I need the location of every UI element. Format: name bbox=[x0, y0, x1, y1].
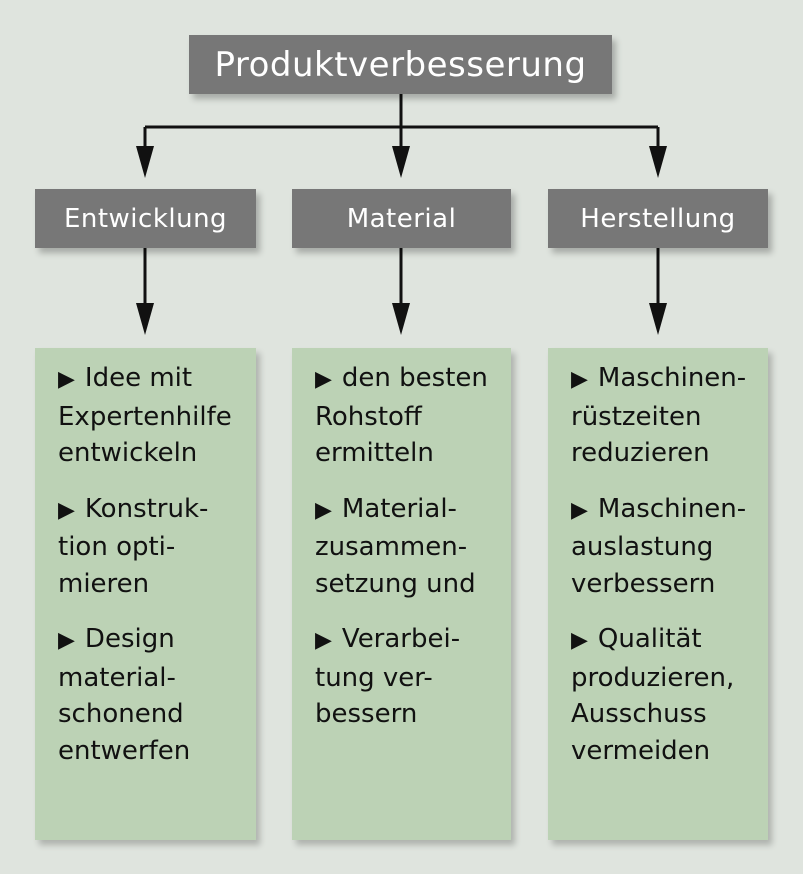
category-entwicklung: Entwicklung bbox=[35, 189, 256, 248]
item-text: Qualität bbox=[597, 624, 702, 654]
item-text: reduzieren bbox=[571, 438, 710, 468]
bullet-triangle-icon: ▶ bbox=[571, 367, 588, 392]
arrow-head bbox=[649, 146, 667, 178]
arrow-head bbox=[392, 146, 410, 178]
bullet-triangle-icon: ▶ bbox=[315, 497, 332, 523]
item-text: setzung und bbox=[315, 568, 476, 599]
item-text: den besten bbox=[341, 363, 488, 393]
list-item: ▶ Maschinen-rüstzeiten reduzieren bbox=[571, 360, 758, 472]
list-item: ▶ Maschinen-auslastung verbessern bbox=[571, 491, 758, 603]
item-text: verbessern bbox=[571, 568, 716, 599]
root-node: Produktverbesserung bbox=[189, 35, 612, 94]
bullet-triangle-icon: ▶ bbox=[315, 367, 332, 392]
bullet-triangle-icon: ▶ bbox=[58, 497, 75, 523]
list-item: ▶ Material-zusammen-setzung und bbox=[315, 491, 501, 603]
item-text: Design bbox=[84, 624, 175, 654]
item-text: mieren bbox=[58, 568, 150, 599]
item-text: Material- bbox=[341, 493, 457, 524]
item-text: tion opti- bbox=[58, 532, 176, 562]
item-text: vermeiden bbox=[571, 735, 711, 766]
item-text: entwickeln bbox=[58, 438, 198, 468]
bullet-triangle-icon: ▶ bbox=[571, 628, 588, 653]
item-text: Konstruk- bbox=[84, 493, 209, 524]
list-item: ▶ Konstruk-tion opti-mieren bbox=[58, 491, 246, 603]
item-text: Rohstoff bbox=[315, 401, 422, 432]
item-text: Verarbei- bbox=[341, 624, 461, 654]
item-text: auslastung bbox=[571, 532, 714, 562]
item-text: Maschinen- bbox=[597, 493, 747, 524]
item-text: schonend bbox=[58, 699, 184, 729]
arrow-head bbox=[649, 303, 667, 335]
item-text: Maschinen- bbox=[597, 363, 747, 393]
item-text: bessern bbox=[315, 699, 418, 729]
item-text: Expertenhilfe bbox=[58, 401, 232, 432]
bullet-triangle-icon: ▶ bbox=[315, 628, 332, 653]
arrow-head bbox=[136, 303, 154, 335]
bullet-triangle-icon: ▶ bbox=[58, 367, 75, 392]
item-text: entwerfen bbox=[58, 735, 191, 766]
list-item: ▶ Qualität produzieren, Ausschuss vermeiden bbox=[571, 621, 758, 769]
bullet-triangle-icon: ▶ bbox=[58, 628, 75, 653]
category-herstellung: Herstellung bbox=[548, 189, 768, 248]
bullet-triangle-icon: ▶ bbox=[571, 497, 588, 523]
list-item: ▶ Design material-schonend entwerfen bbox=[58, 621, 246, 769]
item-text: material- bbox=[58, 662, 176, 693]
item-text: Idee mit bbox=[84, 363, 193, 393]
list-item: ▶ Verarbei-tung ver-bessern bbox=[315, 621, 501, 733]
item-text: zusammen- bbox=[315, 532, 468, 562]
item-text: rüstzeiten bbox=[571, 401, 702, 432]
arrow-head bbox=[136, 146, 154, 178]
category-material: Material bbox=[292, 189, 511, 248]
arrow-head bbox=[392, 303, 410, 335]
item-text: produzieren, bbox=[571, 662, 735, 693]
item-text: Ausschuss bbox=[571, 699, 707, 729]
item-text: ermitteln bbox=[315, 438, 434, 468]
content-herstellung: ▶ Maschinen-rüstzeiten reduzieren ▶ Maschine… bbox=[548, 348, 768, 840]
item-text: tung ver- bbox=[315, 662, 433, 693]
